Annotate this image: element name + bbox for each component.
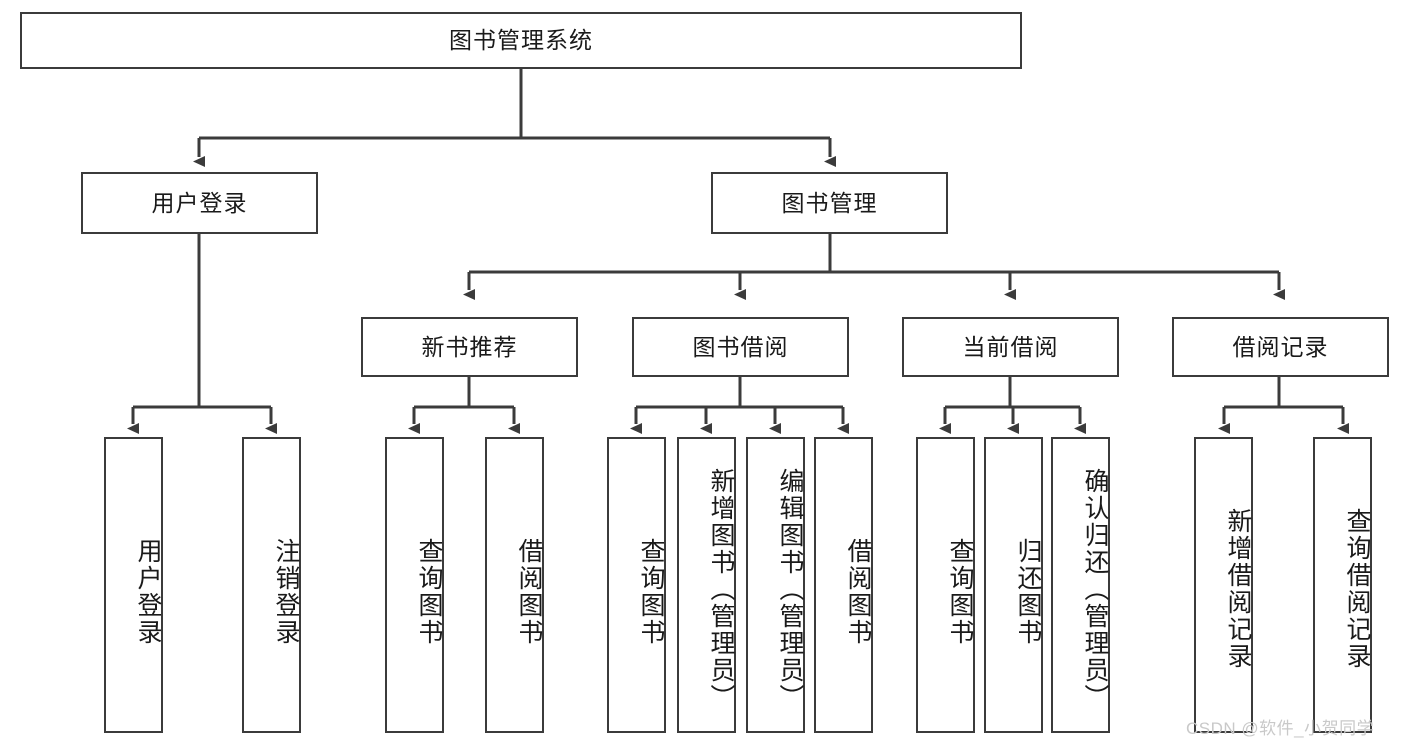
node-leaf-query-book-1-label: 查询图书 xyxy=(415,538,443,646)
node-book-borrow[interactable]: 图书借阅 xyxy=(632,317,849,377)
node-current-borrow-label: 当前借阅 xyxy=(962,333,1059,360)
node-leaf-query-book-1[interactable]: 查询图书 xyxy=(385,437,444,733)
node-leaf-return-book[interactable]: 归还图书 xyxy=(984,437,1043,733)
node-book-manage[interactable]: 图书管理 xyxy=(711,172,948,234)
node-leaf-edit-book-label: 编辑图书（管理员） xyxy=(776,467,804,711)
node-leaf-query-record-label: 查询借阅记录 xyxy=(1343,508,1371,670)
node-leaf-logout[interactable]: 注销登录 xyxy=(242,437,301,733)
node-root[interactable]: 图书管理系统 xyxy=(20,12,1022,69)
node-leaf-logout-label: 注销登录 xyxy=(272,538,300,646)
node-leaf-edit-book[interactable]: 编辑图书（管理员） xyxy=(746,437,805,733)
node-leaf-confirm-return-label: 确认归还（管理员） xyxy=(1081,467,1109,711)
node-current-borrow[interactable]: 当前借阅 xyxy=(902,317,1119,377)
node-leaf-borrow-book-2[interactable]: 借阅图书 xyxy=(814,437,873,733)
node-leaf-add-book[interactable]: 新增图书（管理员） xyxy=(677,437,736,733)
node-book-borrow-label: 图书借阅 xyxy=(692,333,789,360)
node-leaf-user-login-label: 用户登录 xyxy=(134,538,162,646)
node-leaf-return-book-label: 归还图书 xyxy=(1014,538,1042,646)
node-borrow-record[interactable]: 借阅记录 xyxy=(1172,317,1389,377)
node-user-login[interactable]: 用户登录 xyxy=(81,172,318,234)
node-new-book-rec-label: 新书推荐 xyxy=(421,333,518,360)
node-leaf-query-book-2-label: 查询图书 xyxy=(637,538,665,646)
node-root-label: 图书管理系统 xyxy=(449,27,593,54)
node-leaf-query-record[interactable]: 查询借阅记录 xyxy=(1313,437,1372,733)
node-user-login-label: 用户登录 xyxy=(151,189,248,216)
node-leaf-add-record[interactable]: 新增借阅记录 xyxy=(1194,437,1253,733)
node-leaf-user-login[interactable]: 用户登录 xyxy=(104,437,163,733)
node-leaf-borrow-book-2-label: 借阅图书 xyxy=(844,538,872,646)
node-leaf-borrow-book-1[interactable]: 借阅图书 xyxy=(485,437,544,733)
node-leaf-add-book-label: 新增图书（管理员） xyxy=(707,467,735,711)
csdn-watermark: CSDN @软件_小贺同学 xyxy=(1186,719,1375,738)
node-book-manage-label: 图书管理 xyxy=(781,189,878,216)
node-leaf-confirm-return[interactable]: 确认归还（管理员） xyxy=(1051,437,1110,733)
node-leaf-add-record-label: 新增借阅记录 xyxy=(1224,508,1252,670)
node-leaf-query-book-2[interactable]: 查询图书 xyxy=(607,437,666,733)
node-new-book-rec[interactable]: 新书推荐 xyxy=(361,317,578,377)
node-leaf-borrow-book-1-label: 借阅图书 xyxy=(515,538,543,646)
node-leaf-query-book-3-label: 查询图书 xyxy=(946,538,974,646)
node-borrow-record-label: 借阅记录 xyxy=(1232,333,1329,360)
node-leaf-query-book-3[interactable]: 查询图书 xyxy=(916,437,975,733)
